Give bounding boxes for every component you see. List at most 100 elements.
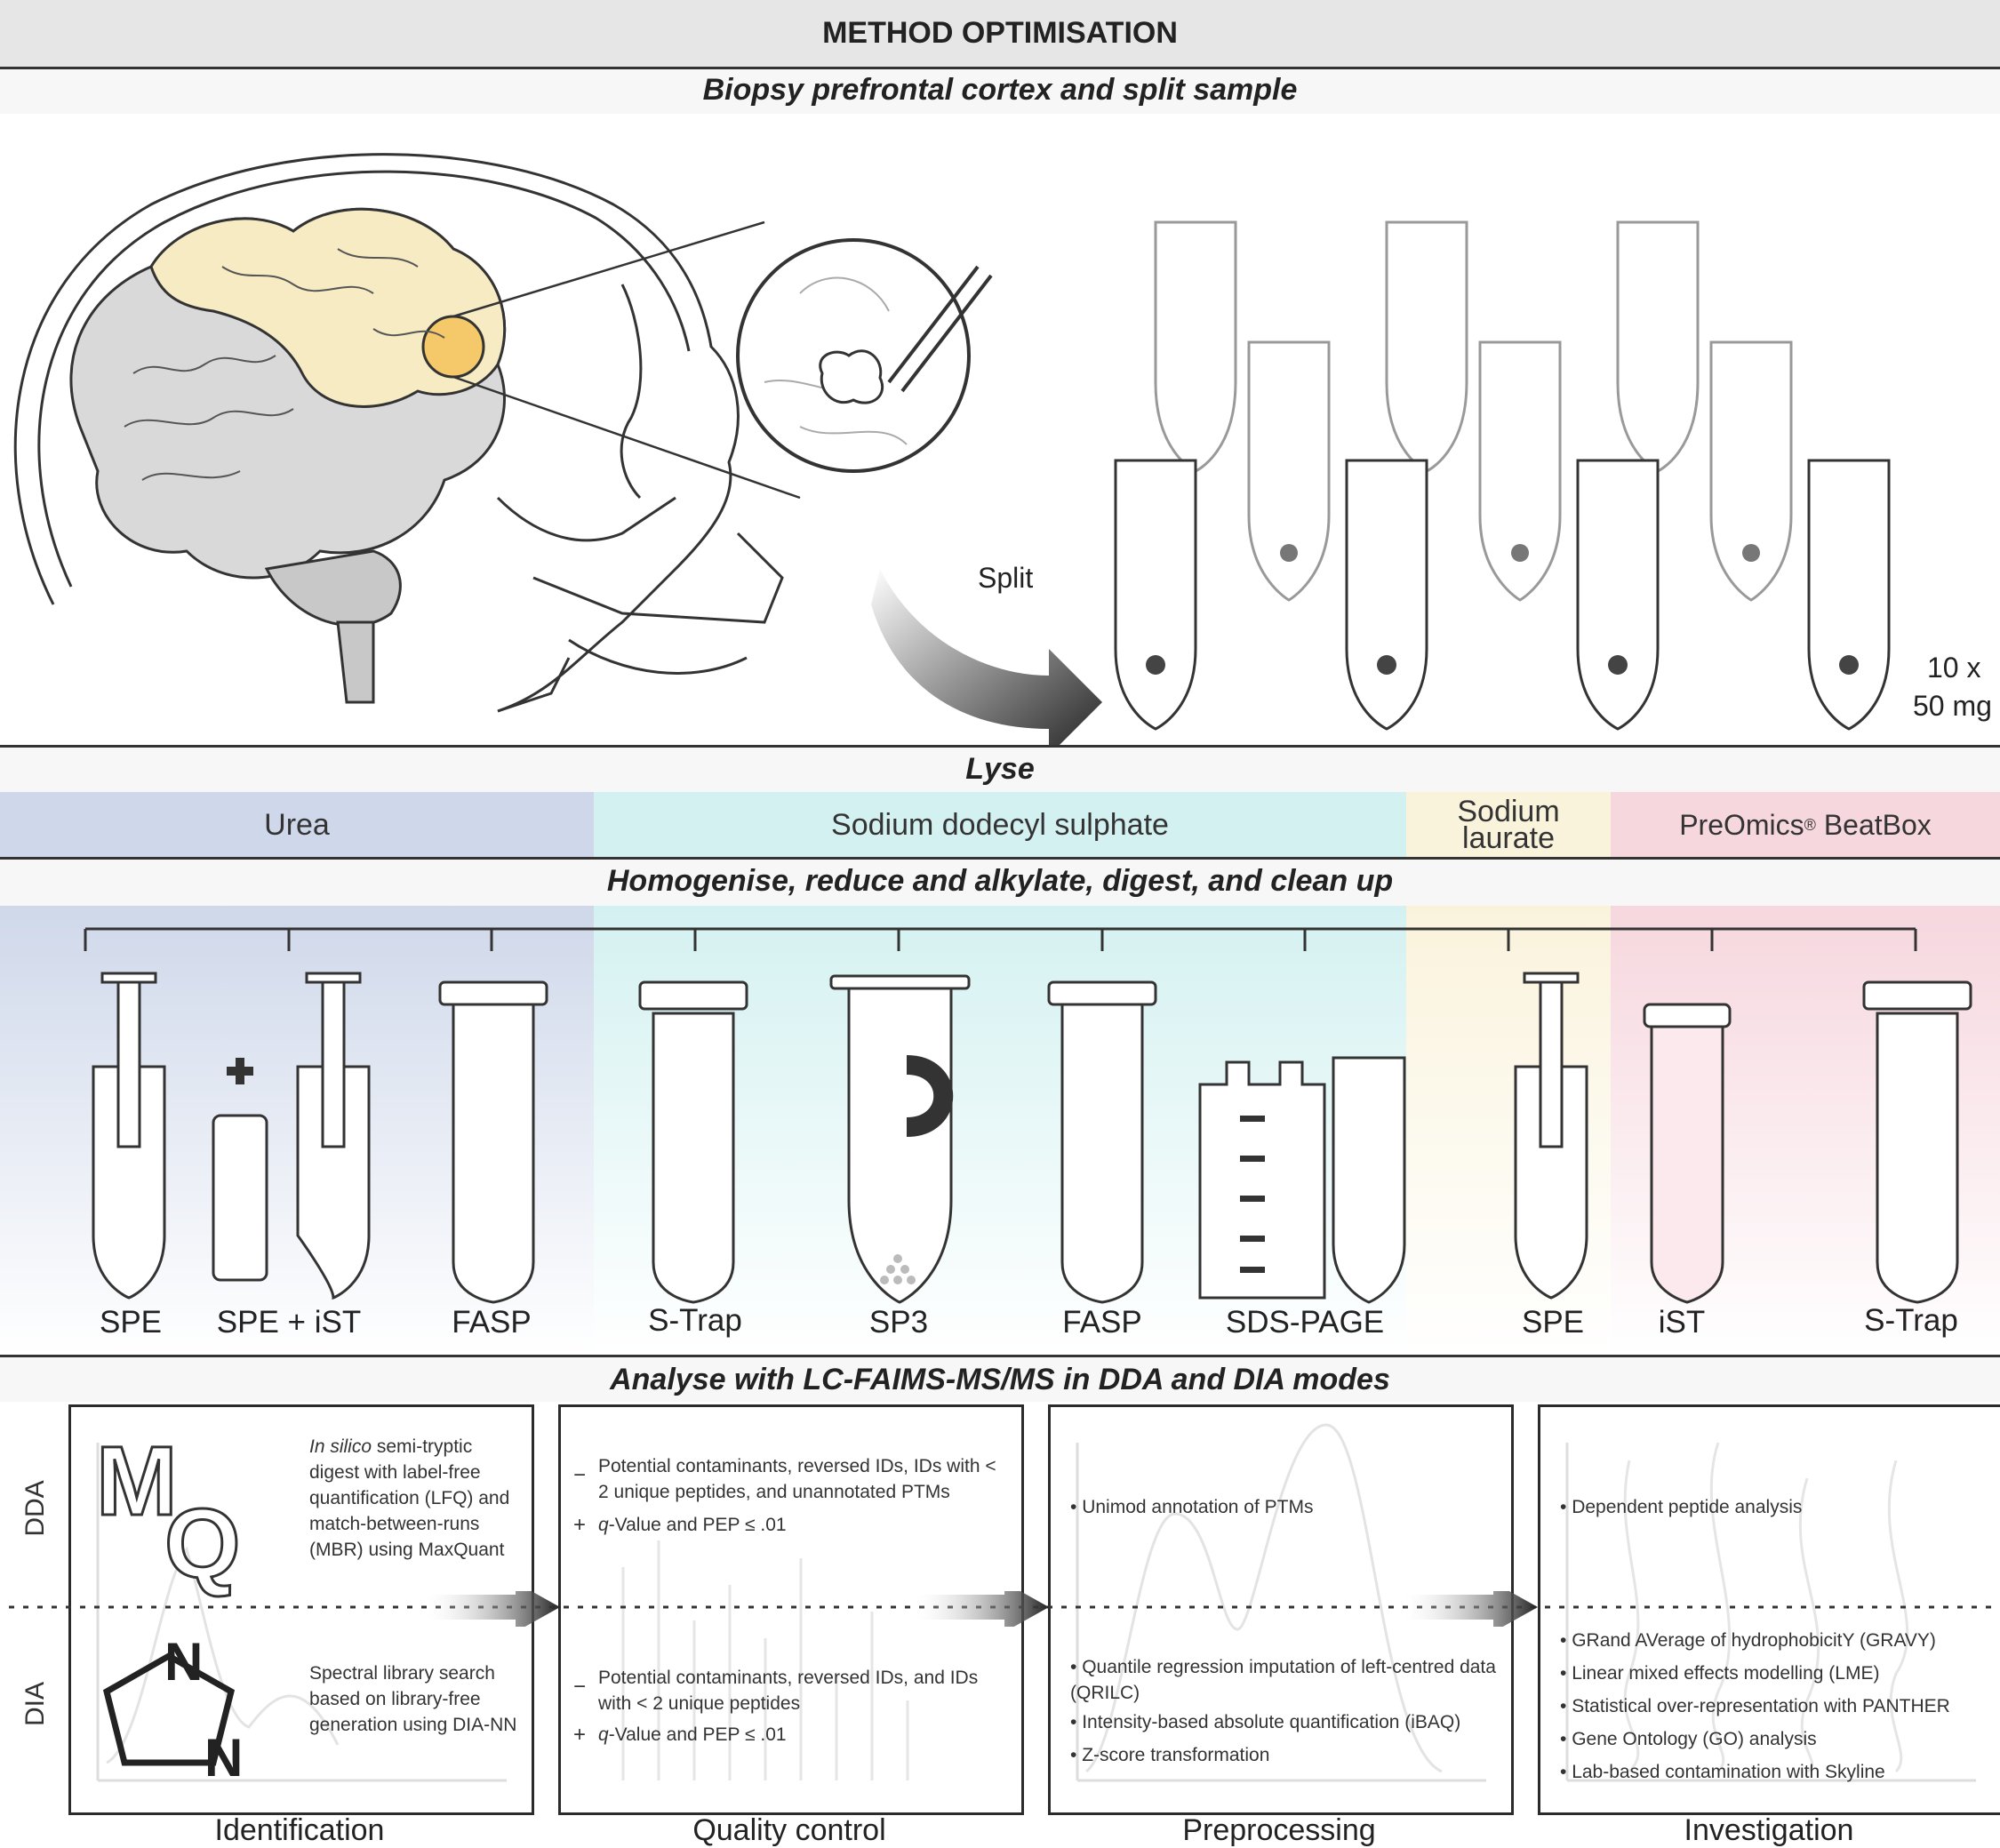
method-label-sp3: SP3 (868, 1305, 929, 1340)
mode-divider-and-arrows (9, 1591, 1996, 1627)
section-header-bg (0, 1357, 2000, 1402)
preprocessing-dda-item-1-text: Unimod annotation of PTMs (1082, 1497, 1314, 1517)
minus-marker: − (573, 1675, 587, 1699)
section-homogenise-header: Homogenise, reduce and alkylate, digest,… (606, 864, 1394, 898)
divider (0, 857, 2000, 860)
panel-label-investigation: Investigation (1684, 1813, 1854, 1847)
q-italic: q (598, 1724, 609, 1745)
panel-label-preprocessing: Preprocessing (1182, 1813, 1376, 1847)
preprocessing-dia-item-3-text: Z-score transformation (1082, 1745, 1270, 1765)
divider (0, 745, 2000, 748)
dia-nn-logo-n-top: N (164, 1632, 204, 1692)
identification-dda-text: In silico semi-tryptic digest with label… (309, 1434, 523, 1563)
preprocessing-dia-item-3: • Z-score transformation (1070, 1745, 1270, 1765)
lysis-beatbox-label-rest: BeatBox (1815, 808, 1932, 841)
maxquant-logo-q: Q (164, 1488, 243, 1600)
qc-dda-include-rest: -Value and PEP ≤ .01 (608, 1515, 787, 1535)
spe-syringe (116, 976, 141, 1148)
divider (0, 67, 2000, 69)
lysis-laurate-line1: Sodium (1457, 794, 1560, 828)
preprocessing-dda-item-1: • Unimod annotation of PTMs (1070, 1497, 1314, 1517)
method-label-spe-2: SPE (1521, 1305, 1585, 1340)
section-biopsy-header: Biopsy prefrontal cortex and split sampl… (702, 73, 1298, 107)
investigation-dia-item-2: • Linear mixed effects modelling (LME) (1560, 1663, 1880, 1684)
mode-label-dia: DIA (20, 1682, 50, 1727)
preprocessing-dia-item-2-text: Intensity-based absolute quantification … (1082, 1712, 1461, 1732)
sample-mass-label: 50 mg (1913, 690, 1992, 722)
method-label-strap-2: S-Trap (1864, 1303, 1958, 1338)
split-arrow (871, 569, 1102, 747)
section-header-bg (0, 69, 2000, 114)
lysis-beatbox: PreOmics® BeatBox (1611, 792, 2000, 857)
flow-arrow-1 (427, 1591, 560, 1627)
investigation-dia-item-4-text: Gene Ontology (GO) analysis (1572, 1729, 1817, 1749)
flow-arrow-3 (1404, 1591, 1538, 1627)
section-analyse-header: Analyse with LC-FAIMS-MS/MS in DDA and D… (610, 1363, 1390, 1396)
figure-title: METHOD OPTIMISATION (822, 16, 1178, 50)
investigation-dia-item-5: • Lab-based contamination with Skyline (1560, 1762, 1885, 1782)
violin-background (1565, 1442, 1976, 1782)
method-illustrations (84, 927, 1972, 1304)
panel-identification: M Q N N In silico semi-tryptic digest wi… (68, 1404, 534, 1815)
ist-tube (1650, 1020, 1724, 1304)
preprocessing-dia-item-2: • Intensity-based absolute quantificatio… (1070, 1712, 1461, 1732)
tubes-front-row (1114, 459, 1891, 731)
qc-dia-include: q-Value and PEP ≤ .01 (598, 1722, 1007, 1748)
strap-tube (652, 1012, 735, 1304)
panel-investigation: • Dependent peptide analysis • GRand AVe… (1538, 1404, 2000, 1815)
ms-spectrum-background (96, 1443, 507, 1782)
panel-label-identification: Identification (214, 1813, 385, 1847)
zoom-lines (452, 220, 801, 500)
investigation-dia-item-3-text: Statistical over-representation with PAN… (1572, 1696, 1950, 1716)
in-silico-italic: In silico (309, 1436, 372, 1457)
dia-nn-logo (102, 1652, 236, 1766)
qc-dda-include: q-Value and PEP ≤ .01 (598, 1512, 1007, 1538)
plus-icon (227, 1058, 253, 1084)
plus-marker: + (573, 1513, 587, 1537)
brain-gyri (124, 248, 445, 481)
investigation-dia-item-2-text: Linear mixed effects modelling (LME) (1572, 1663, 1880, 1684)
method-label-strap: S-Trap (648, 1303, 742, 1338)
lysis-sodium-laurate: Sodium laurate (1406, 792, 1611, 857)
section-lyse-header: Lyse (965, 752, 1035, 786)
bar-background (621, 1540, 909, 1780)
minus-marker: − (573, 1463, 587, 1487)
registered-mark: ® (1804, 815, 1816, 834)
method-label-spe-ist: SPE + iST (216, 1305, 362, 1340)
method-bracket (84, 927, 1917, 951)
method-label-fasp-2: FASP (1062, 1305, 1142, 1340)
strap-tube-2 (1876, 1012, 1959, 1304)
spe-tube-2 (1514, 1065, 1588, 1300)
split-label: Split (978, 562, 1034, 594)
gel-icon (1198, 1060, 1326, 1300)
investigation-dia-item-1: • GRand AVerage of hydrophobicitY (GRAVY… (1560, 1630, 1936, 1651)
dia-nn-logo-n-bottom: N (204, 1728, 244, 1788)
method-label-sds-page: SDS-PAGE (1225, 1305, 1385, 1340)
investigation-dda-item-1: • Dependent peptide analysis (1560, 1497, 1803, 1517)
lysis-sds-label: Sodium dodecyl sulphate (831, 807, 1169, 842)
mode-label-dda: DDA (20, 1480, 50, 1537)
tissue-samples (1146, 544, 1859, 675)
plus-marker: + (573, 1723, 587, 1747)
title-bar (0, 0, 2000, 67)
investigation-dia-item-5-text: Lab-based contamination with Skyline (1572, 1762, 1885, 1782)
brain (69, 207, 507, 704)
preprocessing-dia-item-1-text: Quantile regression imputation of left-c… (1070, 1657, 1496, 1703)
divider (0, 1355, 2000, 1357)
qc-dda-exclude: Potential contaminants, reversed IDs, ID… (598, 1456, 996, 1502)
sds-tube (1332, 1056, 1406, 1304)
flow-arrow-2 (916, 1591, 1049, 1627)
skull-outline (13, 153, 784, 713)
gel-bands (1240, 1116, 1265, 1273)
method-label-ist: iST (1658, 1305, 1706, 1340)
lysis-beatbox-label: PreOmics (1679, 808, 1804, 841)
section-header-bg (0, 748, 2000, 792)
tubes-back-row (1154, 220, 1793, 602)
magnifier-circle (736, 238, 993, 473)
magnet-icon (906, 1055, 954, 1137)
identification-dda-rest: semi-tryptic digest with label-free quan… (309, 1436, 510, 1560)
spe-tube (92, 1065, 166, 1300)
lysis-urea-label: Urea (264, 807, 330, 842)
fasp-tube (452, 1003, 535, 1304)
